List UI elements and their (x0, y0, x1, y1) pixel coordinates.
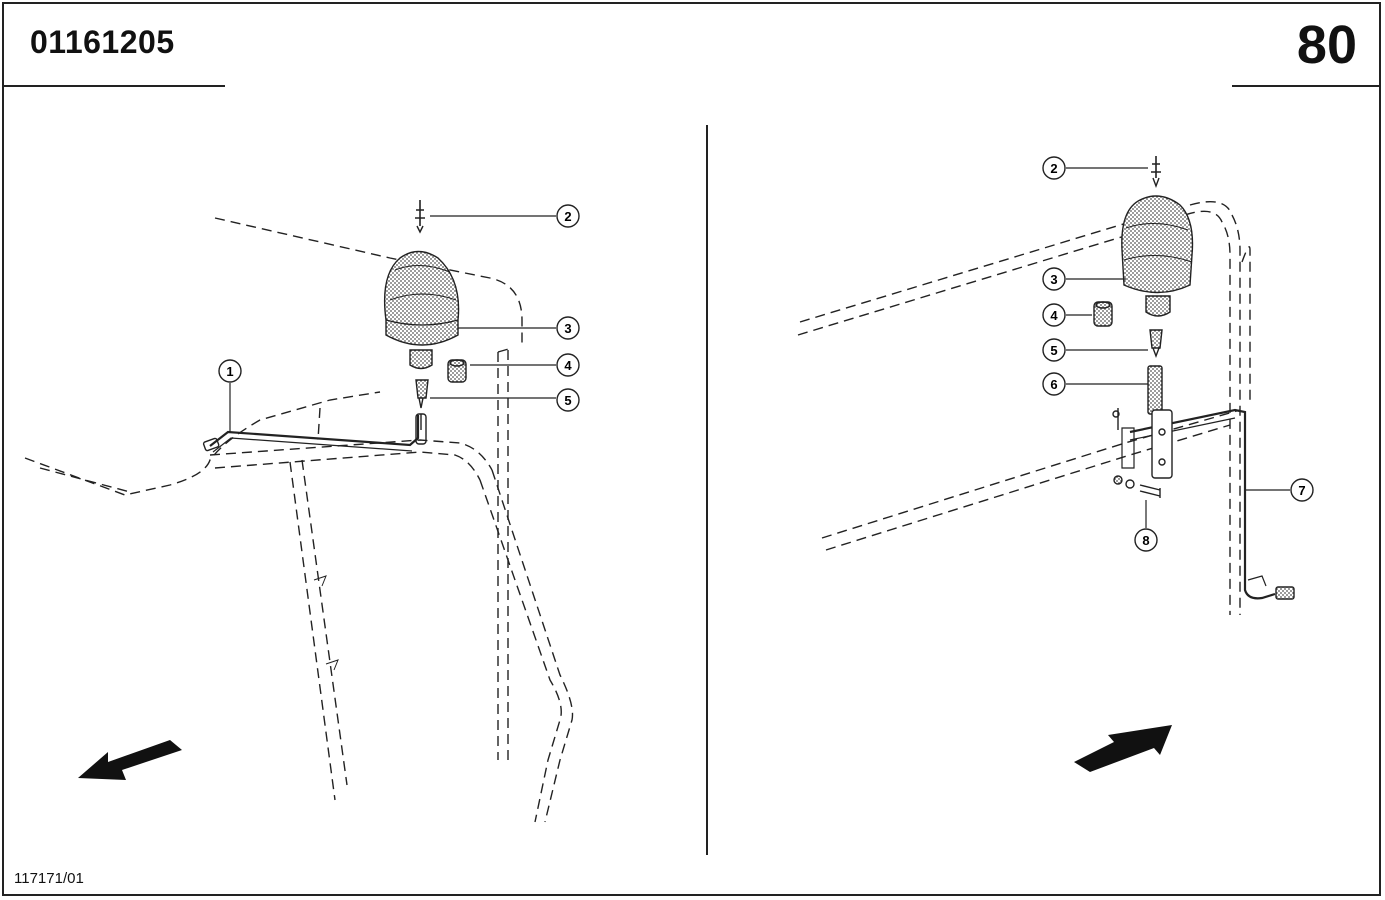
right-callout-4: 4 (1042, 303, 1066, 327)
svg-text:5: 5 (1050, 343, 1057, 358)
left-callout-3: 3 (556, 316, 580, 340)
left-callouts: 1 2 3 4 5 (218, 204, 580, 412)
right-callout-5: 5 (1042, 338, 1066, 362)
svg-text:2: 2 (1050, 161, 1057, 176)
left-callout-2: 2 (556, 204, 580, 228)
svg-text:6: 6 (1050, 377, 1057, 392)
svg-text:4: 4 (1050, 308, 1058, 323)
drawing-code: 117171/01 (14, 870, 84, 887)
right-callout-7: 7 (1290, 478, 1314, 502)
svg-text:5: 5 (564, 393, 571, 408)
left-view (24, 200, 574, 823)
page-number: 80 (1296, 15, 1357, 75)
svg-text:1: 1 (226, 364, 233, 379)
right-callout-6: 6 (1042, 372, 1066, 396)
svg-text:3: 3 (1050, 272, 1057, 287)
right-callouts: 2 3 4 5 6 7 8 (1042, 156, 1314, 552)
svg-text:8: 8 (1142, 533, 1149, 548)
right-callout-2: 2 (1042, 156, 1066, 180)
header-rule-right (1232, 85, 1380, 87)
left-callout-5: 5 (556, 388, 580, 412)
header-rule-left (4, 85, 225, 87)
direction-arrow-right (1074, 725, 1172, 772)
right-callout-3: 3 (1042, 267, 1066, 291)
svg-text:3: 3 (564, 321, 571, 336)
left-callout-1: 1 (218, 359, 242, 383)
right-view (797, 156, 1295, 772)
direction-arrow-left (78, 740, 182, 780)
svg-text:2: 2 (564, 209, 571, 224)
left-cab-outline (24, 217, 574, 823)
svg-text:7: 7 (1298, 483, 1305, 498)
right-callout-8: 8 (1134, 528, 1158, 552)
part-number: 01161205 (30, 24, 175, 60)
svg-text:4: 4 (564, 358, 572, 373)
right-cab-outline (797, 201, 1251, 615)
left-callout-4: 4 (556, 353, 580, 377)
